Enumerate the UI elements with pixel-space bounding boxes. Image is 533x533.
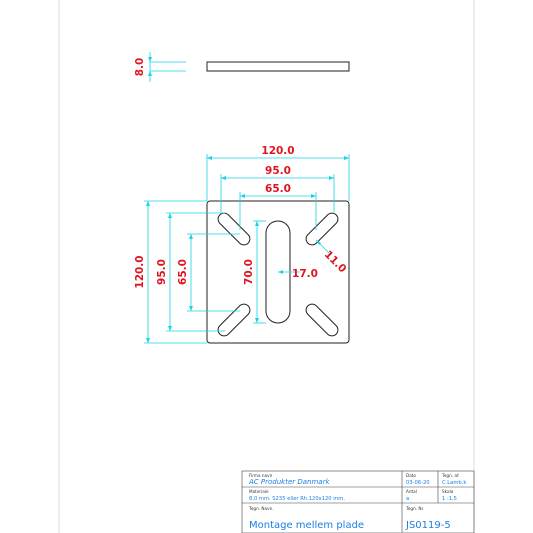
tb-scale-value: 1 :1,5 xyxy=(442,496,457,502)
dim-width-inner: 65.0 xyxy=(265,183,291,195)
vertical-dimensions: 120.0 95.0 65.0 xyxy=(134,200,240,344)
tb-qty-value: a xyxy=(406,496,409,502)
dim-height-mid: 95.0 xyxy=(156,259,168,285)
dim-slot-length: 70.0 xyxy=(243,259,255,285)
tb-qty-label: Antal xyxy=(406,489,417,494)
tb-firm-label: Firma navn xyxy=(249,473,273,478)
slot-bottom-left xyxy=(217,303,251,337)
tb-drawing-no-value: JS0119-5 xyxy=(405,520,451,531)
tb-drawn-by-label: Tegn. af. xyxy=(441,473,459,478)
tb-material-label: Materiale xyxy=(249,489,269,494)
thickness-dimension: 8.0 xyxy=(134,52,186,82)
tb-drawing-name-value: Montage mellem plade xyxy=(249,520,364,531)
tb-scale-label: Skala xyxy=(442,489,454,494)
tb-date-value: 03-06-20 xyxy=(406,480,430,486)
title-block: Firma navn AC Produkter Danmark Dato 03-… xyxy=(241,470,475,533)
dim-thickness: 8.0 xyxy=(134,58,146,77)
dim-width-outer: 120.0 xyxy=(261,145,294,157)
plate-side-view xyxy=(206,61,350,72)
tb-drawn-by-value: C.Lamb.k xyxy=(442,480,466,486)
plate-front-view xyxy=(206,200,350,344)
dim-width-mid: 95.0 xyxy=(265,165,291,177)
tb-drawing-name-label: Tegn. Navn. xyxy=(248,506,274,511)
dim-slot-offset: 17.0 xyxy=(292,268,318,280)
plate-outline xyxy=(206,200,350,344)
dim-height-outer: 120.0 xyxy=(134,255,146,288)
tb-material-value: 8,0 mm. S235 eller Rh.120x120 mm. xyxy=(249,496,345,502)
horizontal-dimensions: 120.0 95.0 65.0 xyxy=(206,145,350,230)
slot-dimensions: 70.0 17.0 11.0 xyxy=(243,220,349,324)
slot-top-left xyxy=(217,212,251,246)
dim-slot-width: 11.0 xyxy=(322,248,349,275)
slot-top-right xyxy=(305,212,339,246)
dim-height-inner: 65.0 xyxy=(177,259,189,285)
slot-bottom-right xyxy=(305,303,339,337)
tb-drawing-no-label: Tegn. Nr. xyxy=(405,506,424,511)
tb-date-label: Dato xyxy=(406,473,416,478)
tb-firm-name: AC Produkter Danmark xyxy=(248,478,330,486)
